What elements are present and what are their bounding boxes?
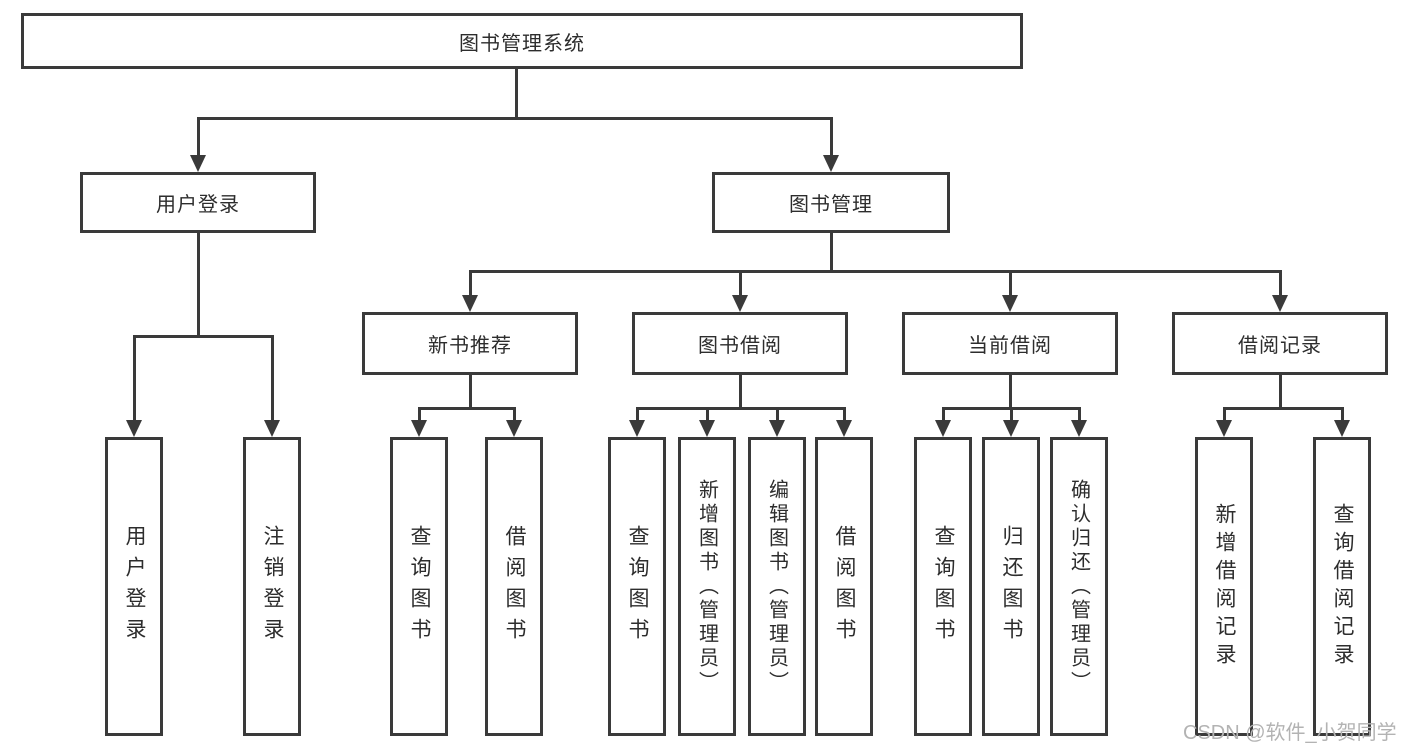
arrowhead-into-borrow-add (699, 420, 715, 437)
node-borrow-add-books-admin: 新增图书（管理员） (678, 437, 736, 736)
node-borrow-borrow-books: 借阅图书 (815, 437, 873, 736)
connector-drop-records-add (1223, 407, 1226, 424)
connector-root-branch (197, 117, 833, 120)
node-login-user: 用户登录 (105, 437, 163, 736)
node-records-add-record-label: 新增借阅记录 (1213, 502, 1236, 671)
node-borrow-edit-books-admin: 编辑图书（管理员） (748, 437, 806, 736)
node-root-label: 图书管理系统 (459, 32, 585, 55)
arrowhead-into-borrow (732, 295, 748, 312)
connector-borrow-branch (636, 407, 846, 410)
node-current-return-books: 归还图书 (982, 437, 1040, 736)
connector-drop-rec-query (418, 407, 421, 424)
connector-login-branch (133, 335, 273, 338)
node-rec-query-books-label: 查询图书 (408, 524, 431, 649)
node-borrow-edit-books-admin-label: 编辑图书（管理员） (765, 478, 788, 695)
connector-drop-borrow (739, 270, 742, 299)
node-current-confirm-return-admin: 确认归还（管理员） (1050, 437, 1108, 736)
node-borrow-query-books: 查询图书 (608, 437, 666, 736)
node-current-borrow: 当前借阅 (902, 312, 1118, 375)
connector-current-stem (1009, 375, 1012, 410)
node-borrow-records-label: 借阅记录 (1238, 335, 1322, 357)
node-current-borrow-label: 当前借阅 (968, 335, 1052, 357)
connector-drop-current (1009, 270, 1012, 299)
node-login-logout: 注销登录 (243, 437, 301, 736)
arrowhead-into-current-return (1003, 420, 1019, 437)
connector-drop-rec-borrow (513, 407, 516, 424)
arrowhead-into-rec-query (411, 420, 427, 437)
arrowhead-into-current-query (935, 420, 951, 437)
connector-drop-rec (469, 270, 472, 299)
node-records-query-record: 查询借阅记录 (1313, 437, 1371, 736)
node-current-query-books-label: 查询图书 (932, 524, 955, 649)
csdn-watermark: CSDN @软件_小贺同学 (1183, 722, 1397, 744)
arrowhead-into-login-logout (264, 420, 280, 437)
connector-rec-stem (469, 375, 472, 410)
node-book-management: 图书管理 (712, 172, 950, 233)
connector-mgmt-branch (469, 270, 1282, 273)
connector-drop-borrow-query (636, 407, 639, 424)
arrowhead-into-records-query (1334, 420, 1350, 437)
connector-borrow-stem (739, 375, 742, 410)
arrowhead-into-current-confirm (1071, 420, 1087, 437)
connector-drop-borrow-edit (776, 407, 779, 424)
node-borrow-add-books-admin-label: 新增图书（管理员） (695, 478, 718, 695)
node-book-borrow-label: 图书借阅 (698, 335, 782, 357)
node-new-book-recommend-label: 新书推荐 (428, 335, 512, 357)
connector-records-branch (1223, 407, 1344, 410)
node-root: 图书管理系统 (21, 13, 1023, 69)
node-current-return-books-label: 归还图书 (1000, 524, 1023, 649)
connector-drop-mgmt (830, 117, 833, 159)
node-user-login: 用户登录 (80, 172, 316, 233)
connector-login-stem (197, 233, 200, 337)
arrowhead-into-login (190, 155, 206, 172)
arrowhead-into-records-add (1216, 420, 1232, 437)
connector-drop-login (197, 117, 200, 159)
node-current-confirm-return-admin-label: 确认归还（管理员） (1067, 478, 1090, 695)
node-rec-borrow-books: 借阅图书 (485, 437, 543, 736)
arrowhead-into-borrow-query (629, 420, 645, 437)
connector-records-stem (1279, 375, 1282, 410)
node-login-logout-label: 注销登录 (261, 524, 284, 649)
connector-drop-records (1279, 270, 1282, 299)
node-book-management-label: 图书管理 (789, 194, 873, 216)
arrowhead-into-rec-borrow (506, 420, 522, 437)
arrowhead-into-mgmt (823, 155, 839, 172)
connector-drop-borrow-borrow (843, 407, 846, 424)
arrowhead-into-login-user (126, 420, 142, 437)
connector-root-stem (515, 69, 518, 120)
connector-drop-login-user (133, 335, 136, 424)
node-user-login-label: 用户登录 (156, 194, 240, 216)
node-current-query-books: 查询图书 (914, 437, 972, 736)
node-borrow-query-books-label: 查询图书 (626, 524, 649, 649)
connector-rec-branch (418, 407, 516, 410)
connector-drop-borrow-add (706, 407, 709, 424)
connector-drop-login-logout (271, 335, 274, 424)
node-new-book-recommend: 新书推荐 (362, 312, 578, 375)
arrowhead-into-borrow-borrow (836, 420, 852, 437)
node-borrow-records: 借阅记录 (1172, 312, 1388, 375)
node-login-user-label: 用户登录 (123, 524, 146, 649)
node-records-add-record: 新增借阅记录 (1195, 437, 1253, 736)
connector-mgmt-stem (830, 233, 833, 273)
connector-drop-current-query (942, 407, 945, 424)
node-rec-borrow-books-label: 借阅图书 (503, 524, 526, 649)
arrowhead-into-borrow-edit (769, 420, 785, 437)
arrowhead-into-records (1272, 295, 1288, 312)
connector-drop-current-return (1010, 407, 1013, 424)
node-book-borrow: 图书借阅 (632, 312, 848, 375)
node-records-query-record-label: 查询借阅记录 (1331, 502, 1354, 671)
arrowhead-into-rec (462, 295, 478, 312)
connector-drop-current-confirm (1078, 407, 1081, 424)
node-borrow-borrow-books-label: 借阅图书 (833, 524, 856, 649)
connector-drop-records-query (1341, 407, 1344, 424)
arrowhead-into-current (1002, 295, 1018, 312)
node-rec-query-books: 查询图书 (390, 437, 448, 736)
